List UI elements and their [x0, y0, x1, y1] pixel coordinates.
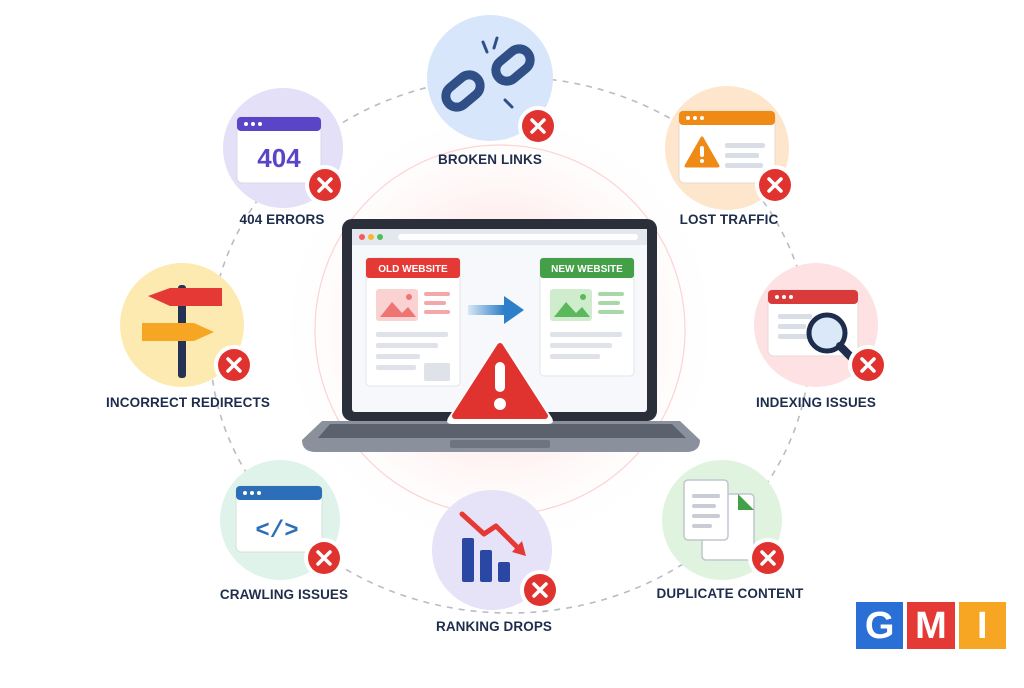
code-icon: </> — [255, 518, 298, 545]
warning-triangle-icon — [684, 136, 720, 168]
node-duplicate-content — [662, 460, 788, 580]
logo-letter-g: G — [856, 602, 904, 649]
old-website-label: OLD WEBSITE — [378, 264, 448, 275]
label-404-errors: 404 ERRORS — [239, 212, 325, 227]
node-incorrect-redirects — [120, 263, 254, 387]
broken-link-icon — [441, 36, 535, 112]
label-duplicate-content: DUPLICATE CONTENT — [656, 586, 804, 601]
node-404-errors: 404 — [223, 88, 345, 208]
magnifier-icon — [806, 312, 860, 366]
label-lost-traffic: LOST TRAFFIC — [679, 212, 779, 227]
label-crawling-issues: CRAWLING ISSUES — [219, 587, 349, 602]
close-x-icon — [317, 177, 333, 193]
node-indexing-issues — [754, 263, 888, 387]
close-x-icon — [226, 357, 242, 373]
node-lost-traffic — [665, 86, 795, 210]
label-incorrect-redirects: INCORRECT REDIRECTS — [106, 395, 270, 410]
documents-icon — [683, 479, 755, 561]
keyboard — [318, 424, 686, 438]
node-crawling-issues: </> — [220, 460, 344, 580]
close-x-icon — [316, 550, 332, 566]
bar-chart-down-icon — [459, 511, 526, 582]
logo-letter-i: I — [958, 602, 1006, 649]
new-website-card: NEW WEBSITE — [539, 257, 635, 377]
close-x-icon — [530, 118, 546, 134]
close-x-icon — [767, 177, 783, 193]
404-code-text: 404 — [257, 143, 301, 173]
gmi-logo: G M I — [856, 602, 1006, 649]
laptop: OLD WEBSITE NEW WEBSITE — [302, 219, 700, 452]
close-x-icon — [860, 357, 876, 373]
old-website-card: OLD WEBSITE — [365, 257, 461, 387]
node-broken-links — [427, 15, 558, 146]
close-x-icon — [760, 550, 776, 566]
transition-arrow — [468, 296, 524, 324]
label-indexing-issues: INDEXING ISSUES — [755, 395, 877, 410]
label-ranking-drops: RANKING DROPS — [435, 619, 553, 634]
node-ranking-drops — [432, 490, 560, 610]
warning-triangle-icon — [447, 338, 553, 424]
label-broken-links: BROKEN LINKS — [438, 152, 542, 167]
close-x-icon — [532, 582, 548, 598]
new-website-label: NEW WEBSITE — [551, 264, 623, 275]
logo-letter-m: M — [907, 602, 955, 649]
touchpad — [450, 440, 550, 448]
signpost-icon — [142, 285, 222, 378]
